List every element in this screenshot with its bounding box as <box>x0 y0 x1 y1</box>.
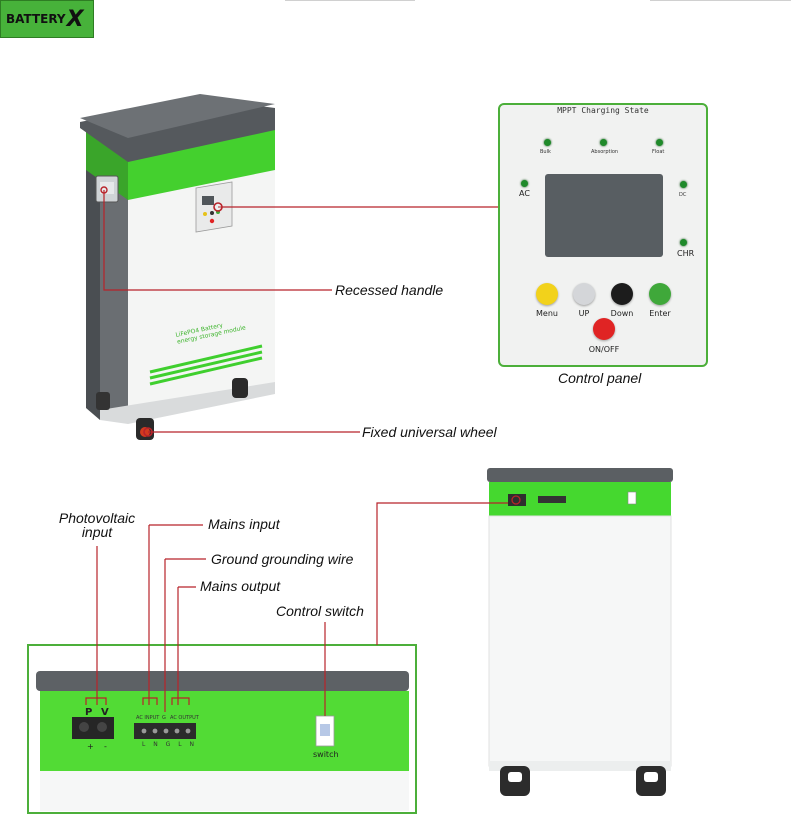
down-button[interactable] <box>611 283 633 305</box>
ac-label: AC <box>519 189 530 198</box>
down-label: Down <box>610 309 634 318</box>
menu-button[interactable] <box>536 283 558 305</box>
connector-closeup <box>27 644 417 814</box>
dc-label: DC <box>679 192 687 198</box>
battery-cabinet-front <box>487 468 673 796</box>
ac-led <box>521 180 528 187</box>
callout-pv-input: Photovoltaic input <box>50 511 144 539</box>
logo-text: BATTERY <box>6 12 66 26</box>
lcd-screen <box>545 174 663 257</box>
callout-control-panel: Control panel <box>558 370 642 386</box>
callout-pv-line2: input <box>81 524 113 540</box>
callout-fixed-wheel: Fixed universal wheel <box>362 424 497 440</box>
dc-led <box>680 181 687 188</box>
control-panel: MPPT Charging State Bulk Absorption Floa… <box>498 103 708 367</box>
up-label: UP <box>578 309 590 318</box>
callout-lines-lower <box>85 502 508 716</box>
battery-cabinet-angled <box>80 94 275 440</box>
pin-labels: L N G L N <box>142 741 197 748</box>
callout-pv-line1: Photovoltaic <box>58 510 136 526</box>
chr-led <box>680 239 687 246</box>
pv-minus-label: - <box>104 742 107 751</box>
ac-input-label: AC INPUT <box>136 715 160 721</box>
float-label: Float <box>652 149 665 155</box>
enter-label: Enter <box>649 309 671 318</box>
pv-p-label: P <box>85 707 93 718</box>
switch-label: switch <box>313 750 339 759</box>
bulk-led <box>544 139 551 146</box>
power-button[interactable] <box>593 318 615 340</box>
callout-recessed-handle: Recessed handle <box>335 282 444 298</box>
pv-v-label: V <box>101 707 109 718</box>
ac-output-label: AC OUTPUT <box>170 715 199 721</box>
pv-plus-label: + <box>87 742 94 751</box>
float-led <box>656 139 663 146</box>
menu-label: Menu <box>536 309 558 318</box>
top-divider-right <box>650 0 791 1</box>
enter-button[interactable] <box>649 283 671 305</box>
callout-lines-upper <box>100 186 498 437</box>
absorption-led <box>600 139 607 146</box>
panel-title: MPPT Charging State <box>557 106 649 115</box>
callout-mains-input: Mains input <box>208 516 280 532</box>
bulk-label: Bulk <box>540 149 551 155</box>
chr-label: CHR <box>677 249 695 258</box>
top-divider-left <box>285 0 415 1</box>
callout-ground-wire: Ground grounding wire <box>211 551 354 567</box>
callout-control-switch: Control switch <box>276 603 364 619</box>
power-label: ON/OFF <box>588 345 620 354</box>
callout-mains-output: Mains output <box>200 578 281 594</box>
absorption-label: Absorption <box>591 149 619 155</box>
up-button[interactable] <box>573 283 595 305</box>
ground-g-label: G <box>162 715 166 721</box>
logo-x-mark: X <box>66 6 84 32</box>
